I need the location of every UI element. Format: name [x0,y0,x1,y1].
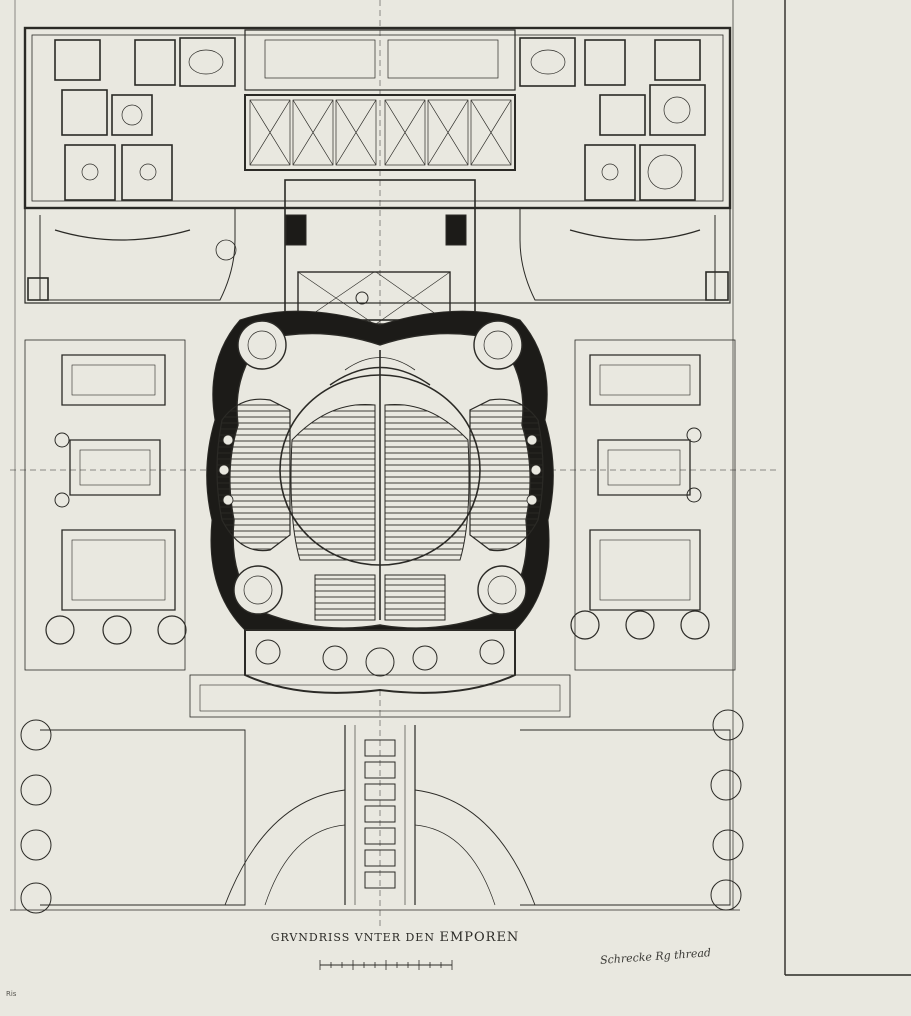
plan-caption-prefix: GRVNDRISS VNTER DEN [270,931,440,944]
plan-caption: GRVNDRISS VNTER DEN EMPOREN [250,930,540,945]
corner-mark: Ris [6,990,17,998]
forecourt [10,709,744,914]
side-gardens [24,339,736,671]
stage-building [23,26,732,304]
scale-bar [319,960,453,970]
auditorium [206,310,554,651]
sheet-frame [14,0,911,976]
entrance-hall [189,629,571,718]
plan-caption-emphasis: EMPOREN [439,930,520,945]
